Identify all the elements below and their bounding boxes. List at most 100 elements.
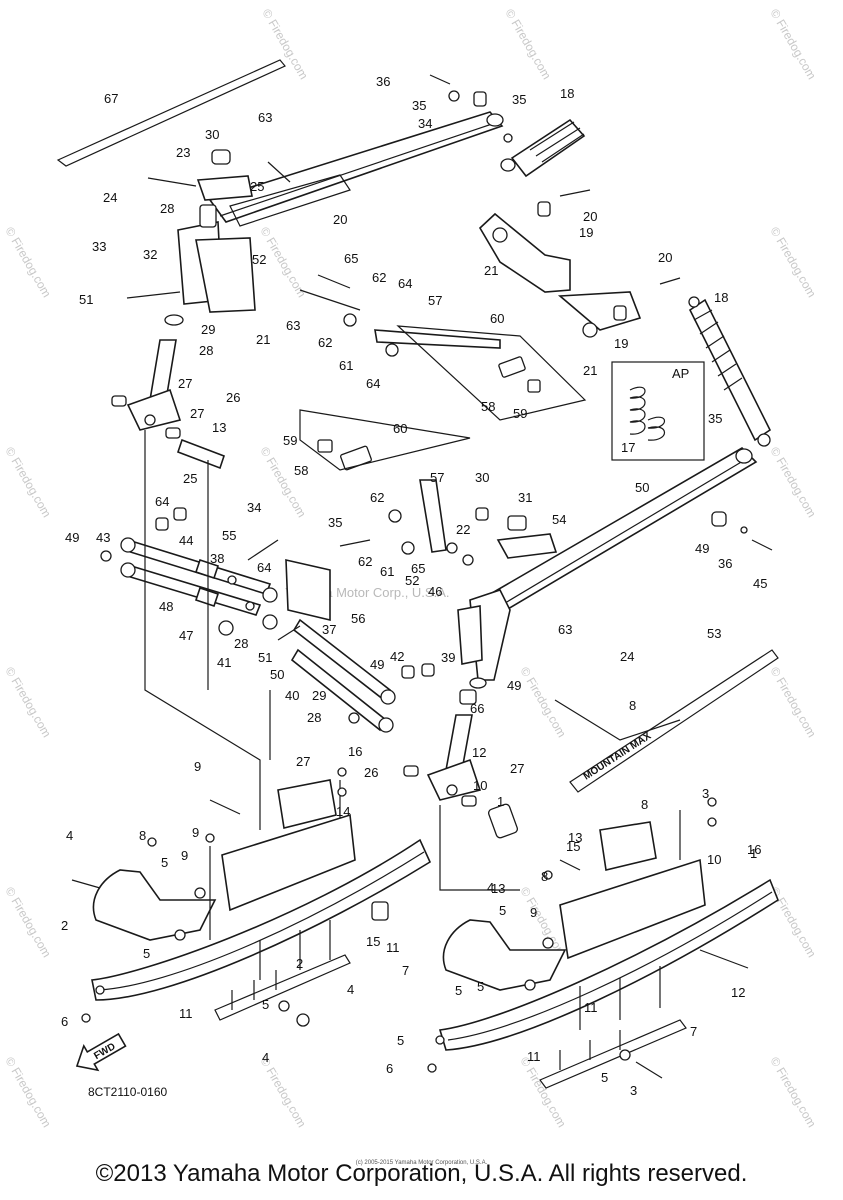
callout-label: 61 (339, 358, 353, 373)
upper-front-arm (478, 189, 681, 338)
callout-label: 61 (380, 564, 394, 579)
decal-67 (56, 59, 286, 167)
callout-label: 9 (192, 825, 199, 840)
callout-label: 49 (695, 541, 709, 556)
fwd-arrow: FWD (75, 1032, 127, 1072)
watermark-side: © Firedog.com (517, 665, 569, 740)
decal-66: MOUNTAIN MAX (569, 649, 779, 793)
callout-label: 5 (161, 855, 168, 870)
callout-label: 12 (731, 985, 745, 1000)
callout-label: 5 (262, 997, 269, 1012)
callout-label: 51 (79, 292, 93, 307)
watermark-side: © Firedog.com (767, 665, 819, 740)
callout-label: 2 (61, 918, 68, 933)
callout-label: 15 (366, 934, 380, 949)
callout-label: 8 (541, 869, 548, 884)
callout-label: 65 (344, 251, 358, 266)
callout-label: 21 (484, 263, 498, 278)
callout-label: 41 (217, 655, 231, 670)
callout-label: 63 (558, 622, 572, 637)
callout-label: 20 (333, 212, 347, 227)
callout-label: 23 (176, 145, 190, 160)
callout-label: 31 (518, 490, 532, 505)
callout-label: 3 (702, 786, 709, 801)
callout-label: 21 (583, 363, 597, 378)
callout-label: 16 (348, 744, 362, 759)
callout-label: 30 (475, 470, 489, 485)
callout-label: 11 (179, 1006, 193, 1021)
ap-label: AP (672, 366, 689, 381)
callout-label: 47 (179, 628, 193, 643)
callout-label: 35 (708, 411, 722, 426)
callout-label: 10 (707, 852, 721, 867)
callout-label: 52 (252, 252, 266, 267)
callout-label: 35 (512, 92, 526, 107)
callout-label: 25 (183, 471, 197, 486)
callout-label: 16 (747, 842, 761, 857)
ap-spring-box: AP (611, 361, 705, 461)
callout-label: 13 (212, 420, 226, 435)
callout-label: 56 (351, 611, 365, 626)
callout-label: 3 (630, 1083, 637, 1098)
callout-label: 13 (491, 881, 505, 896)
upper-shock-absorber (429, 74, 586, 178)
callout-label: 19 (579, 225, 593, 240)
copyright-small: (c) 2005-2015 Yamaha Motor Corporation, … (355, 1160, 488, 1166)
callout-label: 9 (181, 848, 188, 863)
callout-label: 60 (490, 311, 504, 326)
watermark-side: © Firedog.com (257, 445, 309, 520)
guide-lines (144, 430, 681, 891)
callout-label: 60 (393, 421, 407, 436)
watermark-side: © Firedog.com (502, 7, 554, 82)
callout-label: 5 (601, 1070, 608, 1085)
callout-label: 22 (456, 522, 470, 537)
callout-label: 8 (641, 797, 648, 812)
watermark-side: © Firedog.com (2, 445, 54, 520)
watermark-side: © Firedog.com (2, 1055, 54, 1130)
upper-spindle (111, 314, 184, 439)
callout-label: 49 (370, 657, 384, 672)
callout-label: 11 (386, 940, 400, 955)
callout-label: 6 (61, 1014, 68, 1029)
callout-label: 64 (155, 494, 169, 509)
callout-label: 14 (336, 804, 350, 819)
callout-label: 62 (358, 554, 372, 569)
upper-tie-rod (299, 274, 587, 421)
upper-support-arm (208, 111, 504, 227)
callout-label: 5 (397, 1033, 404, 1048)
watermark-side: © Firedog.com (767, 445, 819, 520)
callout-label: 24 (103, 190, 117, 205)
callout-label: 64 (366, 376, 380, 391)
callout-label: 13 (568, 830, 582, 845)
callout-label: 44 (179, 533, 193, 548)
callout-label: 19 (614, 336, 628, 351)
callout-label: 53 (707, 626, 721, 641)
callout-label: 21 (256, 332, 270, 347)
watermark-side: © Firedog.com (2, 665, 54, 740)
callout-label: 62 (372, 270, 386, 285)
callout-label: 49 (507, 678, 521, 693)
callout-label: 4 (487, 880, 494, 895)
callout-label: 27 (510, 761, 524, 776)
watermark-side: © Firedog.com (517, 1055, 569, 1130)
watermark-side: © Firedog.com (767, 1055, 819, 1130)
callout-label: 67 (104, 91, 118, 106)
callout-label: 54 (552, 512, 566, 527)
callout-label: 58 (481, 399, 495, 414)
lower-support-arm (475, 446, 773, 618)
callout-label: 25 (250, 179, 264, 194)
callout-label: 28 (160, 201, 174, 216)
callout-label: 9 (530, 905, 537, 920)
callout-label: 59 (513, 406, 527, 421)
callout-label: 36 (376, 74, 390, 89)
callout-label: 43 (96, 530, 110, 545)
callout-label: 38 (210, 551, 224, 566)
callout-label: 59 (283, 433, 297, 448)
callout-label: 63 (258, 110, 272, 125)
copyright-notice: ©2013 Yamaha Motor Corporation, U.S.A. A… (95, 1160, 748, 1187)
callout-label: 40 (285, 688, 299, 703)
fwd-label: FWD (92, 1041, 117, 1062)
callout-label: 17 (621, 440, 635, 455)
callout-label: 48 (159, 599, 173, 614)
radius-rods (100, 438, 435, 733)
